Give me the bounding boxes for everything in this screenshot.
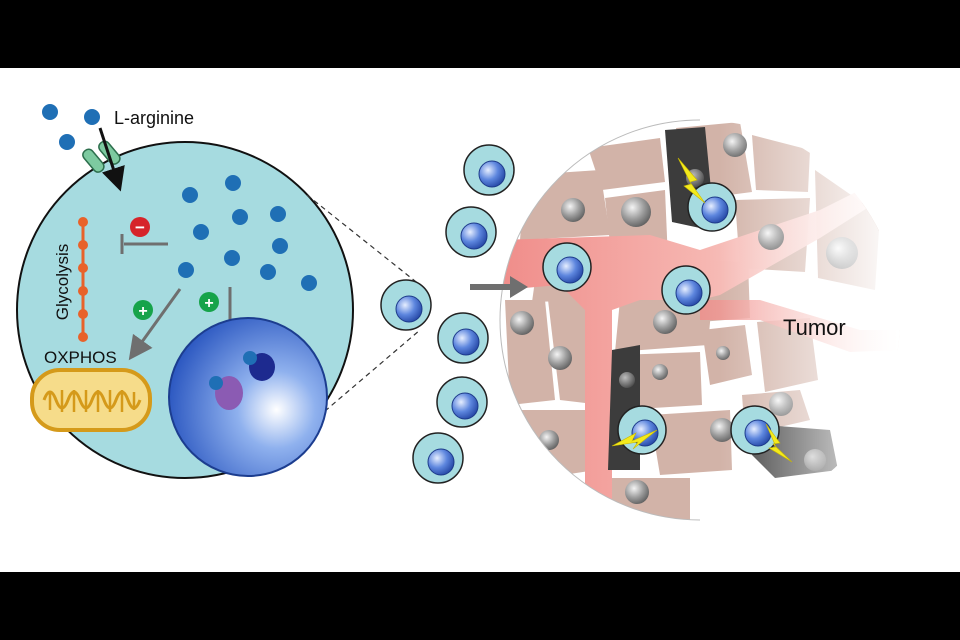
plus-sign: + [138, 303, 147, 320]
cell-interior-panel: L-arginine [16, 104, 421, 479]
t-cell [542, 242, 592, 292]
arginine-dot [232, 209, 248, 225]
l-arginine-label: L-arginine [114, 108, 194, 128]
arginine-dot [59, 134, 75, 150]
lightning-bolt-icon [765, 423, 793, 463]
inhibition-badge: − [130, 217, 150, 237]
t-cell [436, 376, 488, 428]
t-cell [463, 144, 515, 196]
mitochondrion-icon [30, 368, 152, 432]
zoom-guide-bottom [317, 329, 421, 418]
t-cell [445, 206, 497, 258]
t-cell [617, 405, 667, 455]
arginine-dot [225, 175, 241, 191]
t-cell [730, 405, 780, 455]
arginine-dot [270, 206, 286, 222]
tumor-label: Tumor [783, 315, 846, 340]
t-cell [412, 432, 464, 484]
arginine-dot [182, 187, 198, 203]
arginine-uptake-arrow [98, 127, 125, 192]
oxphos-label: OXPHOS [44, 348, 117, 367]
arginine-dot [272, 238, 288, 254]
arginine-dot [224, 250, 240, 266]
infiltration-arrow [470, 276, 528, 298]
t-cell [437, 312, 489, 364]
lightning-bolt-icon [611, 429, 658, 450]
arginine-dot [42, 104, 58, 120]
arginine-dot [193, 224, 209, 240]
t-cell [687, 182, 737, 232]
t-cells-migrating [380, 144, 515, 484]
arginine-dot [260, 264, 276, 280]
t-cells-infiltrating [542, 182, 780, 455]
t-cell [380, 279, 432, 331]
minus-sign: − [135, 218, 145, 237]
activation-badge: + [199, 292, 219, 312]
nucleus-icon [168, 317, 328, 477]
tumor-panel: Tumor [470, 119, 900, 521]
arginine-dot [178, 262, 194, 278]
arginine-dot [301, 275, 317, 291]
arginine-dot [84, 109, 100, 125]
activation-arrow-oxphos [128, 288, 182, 361]
intracellular-arginine [178, 175, 317, 291]
plus-sign: + [204, 295, 213, 312]
lightning-bolt-icons [611, 157, 793, 463]
activation-badge: + [133, 300, 153, 320]
lightning-bolt-icon [677, 157, 706, 204]
glycolysis-pathway [78, 217, 88, 342]
zoom-guide-top [306, 194, 421, 286]
extracellular-arginine [42, 104, 100, 150]
glycolysis-label: Glycolysis [53, 244, 72, 321]
t-cell [661, 265, 711, 315]
